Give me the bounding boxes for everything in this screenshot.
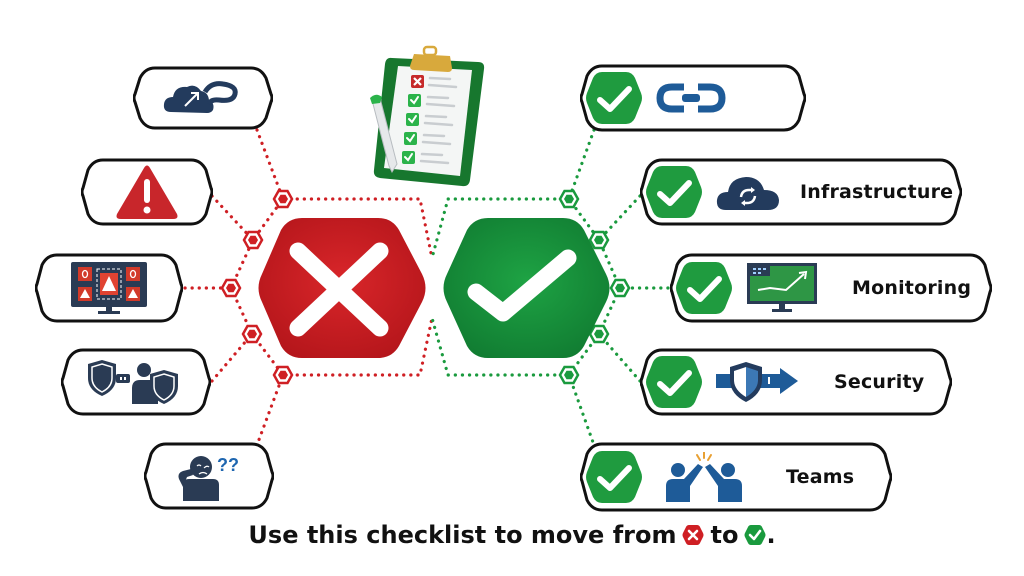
right-item-chain-link[interactable]: [580, 64, 806, 132]
chain-link-icon: [656, 83, 726, 113]
high-five-icon: [666, 452, 742, 502]
caption: Use this checklist to move from to .: [0, 521, 1024, 549]
confused-person-icon: ??: [178, 455, 239, 501]
check-badge-icon: [586, 451, 642, 503]
check-badge-icon: [646, 166, 702, 218]
security-person-shields-icon: [88, 360, 178, 404]
item-label: Teams: [786, 466, 855, 488]
right-item-monitoring[interactable]: Monitoring: [670, 253, 992, 323]
item-label: Infrastructure: [800, 181, 954, 203]
cloud-broken-link-icon: [163, 81, 238, 113]
right-item-infrastructure[interactable]: Infrastructure: [640, 158, 962, 226]
right-item-teams[interactable]: Teams: [580, 442, 892, 512]
caption-text-after: .: [766, 521, 776, 549]
item-label: Monitoring: [852, 277, 972, 299]
monitor-chart-icon: [747, 263, 817, 312]
caption-text-middle: to: [710, 521, 739, 549]
check-badge-icon: [676, 262, 732, 314]
left-item-security-person[interactable]: [61, 348, 211, 416]
left-item-alert-monitor[interactable]: [35, 253, 183, 323]
shield-arrow-icon: [716, 362, 798, 402]
alert-monitor-icon: [71, 262, 147, 314]
check-mark-icon: [744, 525, 766, 545]
left-item-warning[interactable]: [81, 158, 213, 226]
right-item-security[interactable]: Security: [640, 348, 952, 416]
check-mark-icon: [443, 218, 610, 358]
warning-triangle-icon: [116, 165, 178, 219]
svg-text:??: ??: [217, 455, 239, 475]
item-label: Security: [834, 371, 925, 393]
check-badge-icon: [586, 72, 642, 124]
left-item-confused-person[interactable]: ??: [144, 442, 274, 510]
x-mark-icon: [258, 218, 426, 358]
x-mark-icon: [682, 525, 704, 545]
left-item-cloud-broken-link[interactable]: [133, 66, 273, 130]
clipboard-checklist-icon: [370, 45, 485, 187]
cloud-sync-icon: [716, 177, 779, 210]
check-badge-icon: [646, 356, 702, 408]
caption-text-before: Use this checklist to move from: [248, 521, 677, 549]
